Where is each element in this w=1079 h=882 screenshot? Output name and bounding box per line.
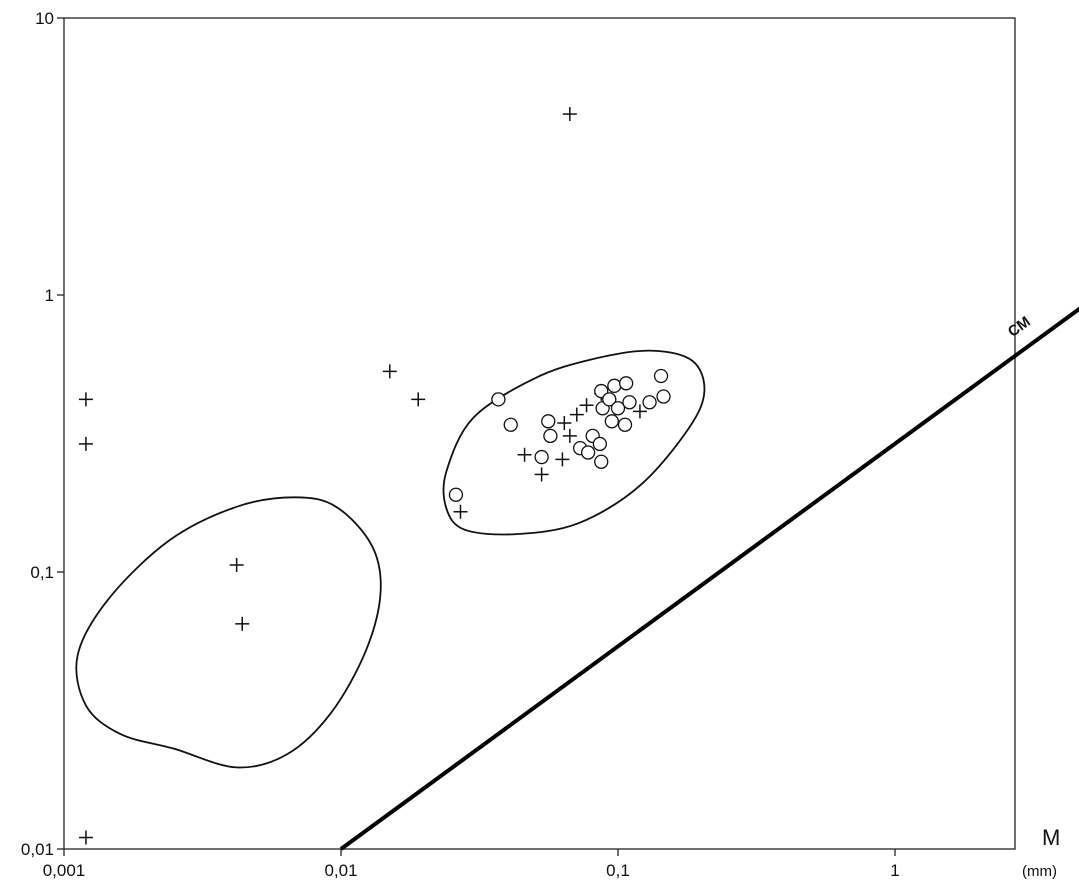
circle-point xyxy=(610,401,626,416)
circle-point xyxy=(543,428,558,444)
plus-point xyxy=(235,616,250,631)
region-outline xyxy=(442,349,706,536)
x-tick-label: 0,1 xyxy=(606,861,630,880)
data-points xyxy=(78,107,671,845)
circle-point xyxy=(604,414,619,429)
cm-line-group: CM xyxy=(339,306,1079,851)
circle-point xyxy=(653,368,669,384)
circle-point xyxy=(602,392,617,407)
plus-point xyxy=(579,398,594,413)
x-tick-label: 0,001 xyxy=(43,861,86,880)
region-outlines xyxy=(75,349,706,769)
circle-point xyxy=(656,389,671,404)
circle-point xyxy=(448,487,464,502)
x-tick-label: 1 xyxy=(890,861,899,880)
plot-frame-group xyxy=(63,17,1016,850)
circle-point xyxy=(534,449,549,465)
cm-line xyxy=(339,306,1079,851)
plus-point xyxy=(562,107,577,122)
circle-point xyxy=(541,414,556,429)
plus-point xyxy=(382,364,397,379)
plus-point xyxy=(557,416,572,431)
plus-point xyxy=(411,392,426,407)
x-axis-unit: (mm) xyxy=(1022,863,1057,880)
plus-point xyxy=(534,467,549,482)
plus-point xyxy=(562,428,577,443)
plus-point xyxy=(555,452,570,467)
plot-frame xyxy=(63,17,1016,850)
circle-point xyxy=(642,395,657,410)
circle-point xyxy=(491,392,506,407)
circle-point xyxy=(594,454,609,469)
circle-point xyxy=(503,417,518,432)
circle-point xyxy=(607,378,622,393)
y-tick-label: 10 xyxy=(35,9,54,28)
circle-point xyxy=(617,417,633,432)
plus-point xyxy=(453,504,468,519)
circle-point xyxy=(618,376,634,391)
plus-point xyxy=(517,447,532,462)
region-outline xyxy=(75,496,382,769)
plus-point xyxy=(78,436,93,451)
y-tick-label: 0,1 xyxy=(30,563,54,582)
plus-point xyxy=(632,404,647,419)
circle-point xyxy=(622,395,637,410)
y-tick-label: 1 xyxy=(45,286,54,305)
plus-point xyxy=(229,557,244,572)
x-axis-label: M xyxy=(1042,825,1060,850)
plus-point xyxy=(569,407,584,422)
x-tick-label: 0,01 xyxy=(324,861,357,880)
plus-point xyxy=(78,392,93,407)
circle-point xyxy=(580,445,596,460)
cm-line-label: CM xyxy=(1005,313,1034,340)
circle-point xyxy=(592,436,608,452)
y-tick-label: 0,01 xyxy=(21,840,54,859)
plus-point xyxy=(78,830,93,845)
